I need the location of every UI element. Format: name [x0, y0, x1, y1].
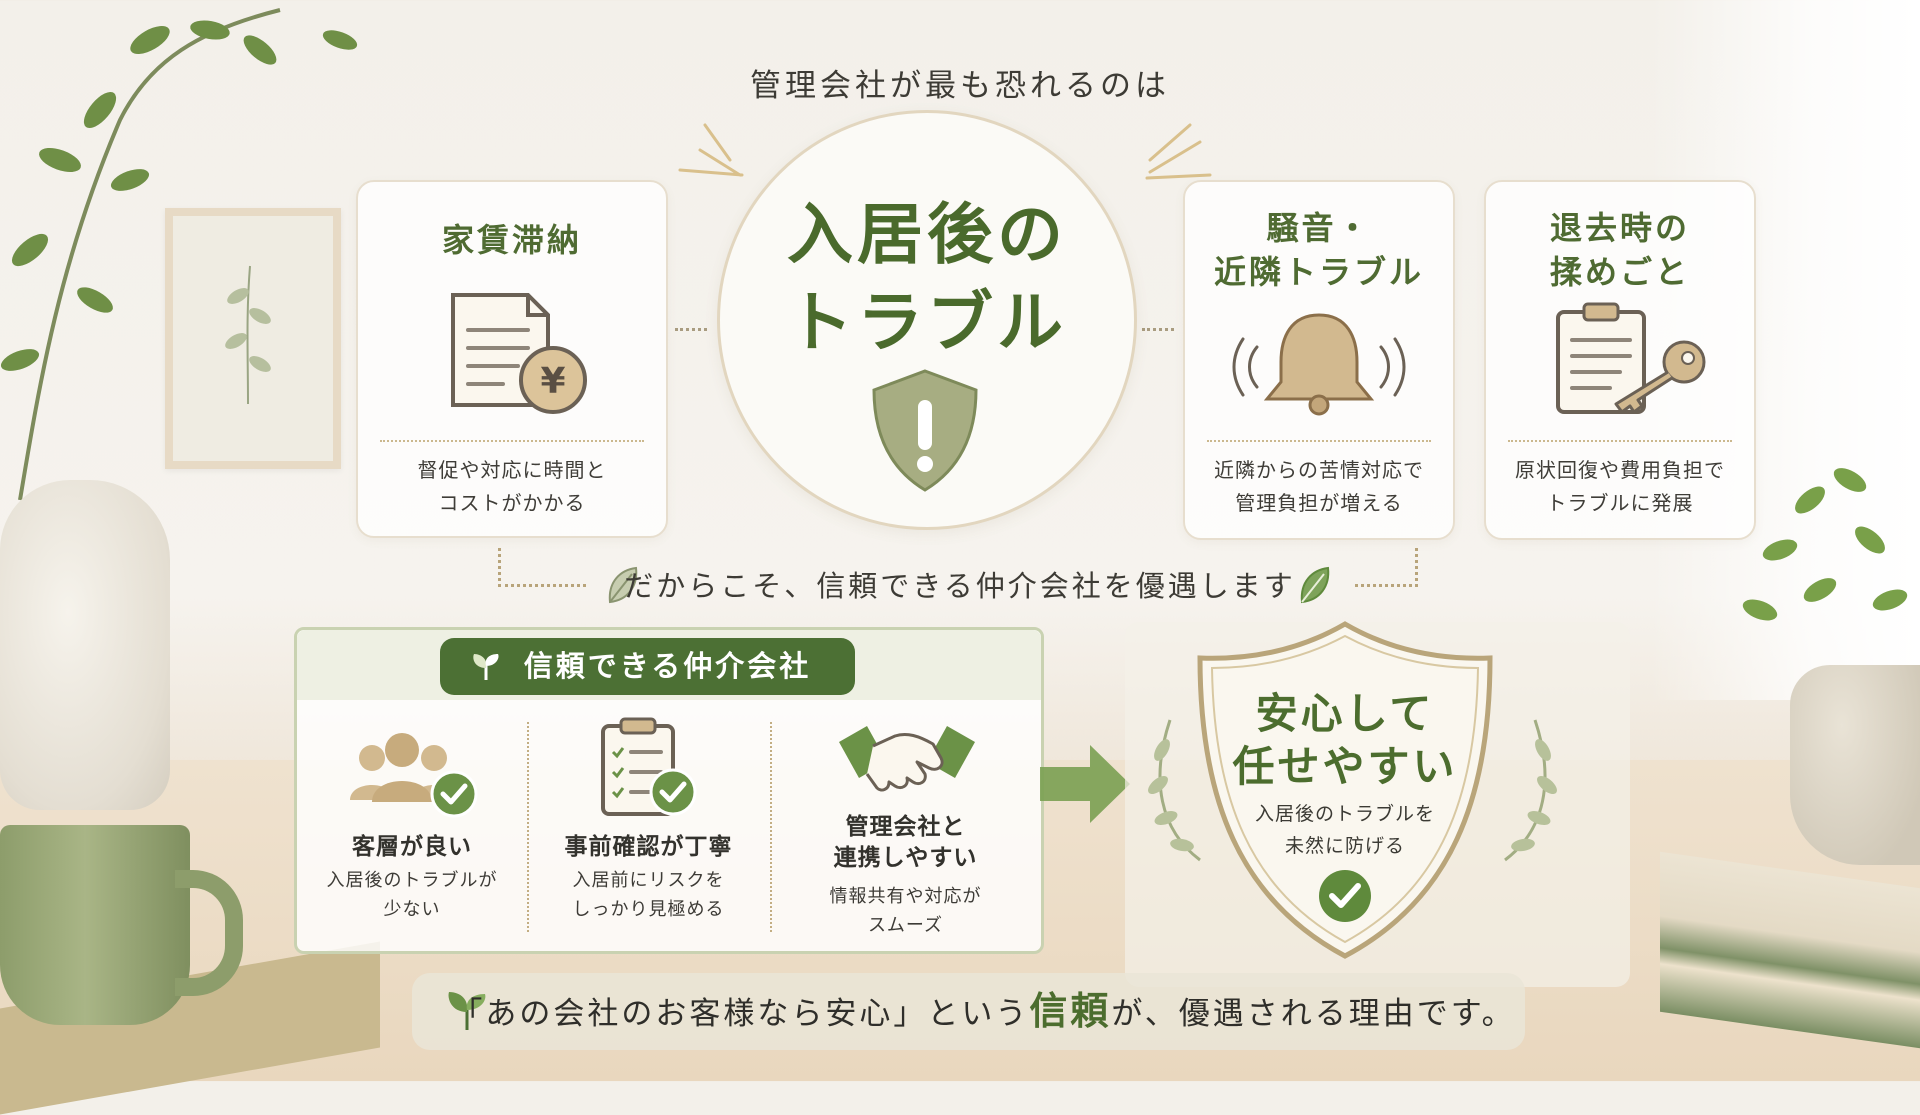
desc-line: 原状回復や費用負担で: [1515, 458, 1725, 482]
footer-text-before: 「あの会社のお客様なら安心」という: [451, 996, 1030, 1032]
card-divider: [1207, 440, 1431, 442]
desc-line: 督促や対応に時間と: [417, 458, 607, 482]
card-title-line: 退去時の: [1549, 209, 1690, 247]
card-description: 近隣からの苦情対応で 管理負担が増える: [1185, 454, 1453, 520]
branch-decoration-icon: [0, 8, 358, 501]
footer-message: 「あの会社のお客様なら安心」という信頼が、優遇される理由です。: [412, 973, 1525, 1050]
desc-line: 入居後のトラブルを: [1254, 803, 1435, 825]
column-divider: [770, 722, 772, 932]
result-title-line: 任せやすい: [1232, 742, 1458, 791]
desc-line: 情報共有や対応が: [829, 886, 982, 907]
handshake-icon: [839, 726, 975, 792]
sprout-icon: [473, 654, 499, 680]
feature-description: 入居前にリスクを しっかり見極める: [527, 866, 770, 924]
circle-title-line: トラブル: [787, 284, 1067, 361]
result-title-line: 安心して: [1255, 689, 1435, 738]
footer-bar: [412, 973, 1525, 1050]
card-description: 督促や対応に時間と コストがかかる: [358, 454, 666, 520]
leaf-left-icon: [608, 566, 638, 604]
desc-line: 未然に防げる: [1284, 835, 1405, 857]
sprout-footer-icon: [448, 992, 486, 1030]
plant-pot: [1790, 665, 1920, 865]
problem-card-move-out: 退去時の 揉めごと 原状回復や費用負担で トラブルに発展: [1484, 180, 1756, 540]
result-description: 入居後のトラブルを 未然に防げる: [1190, 798, 1500, 862]
people-check-icon: [350, 733, 478, 818]
document-yen-icon: ¥: [451, 293, 587, 414]
card-title: 家賃滞納: [441, 221, 582, 259]
leaf-right-icon: [1300, 566, 1330, 604]
circle-title: 入居後の トラブル: [720, 191, 1134, 367]
card-title-line: 揉めごと: [1549, 253, 1690, 291]
desc-line: 入居後のトラブルが: [326, 870, 498, 891]
vase: [0, 480, 170, 810]
circle-title-line: 入居後の: [787, 196, 1067, 273]
card-title: 騒音・ 近隣トラブル: [1185, 206, 1453, 294]
result-title: 安心して 任せやすい: [1190, 687, 1500, 793]
shield-check-icon: [1197, 621, 1493, 959]
mug: [0, 825, 190, 1025]
feature-description: 情報共有や対応が スムーズ: [770, 882, 1041, 940]
feature-title: 客層が良い: [352, 834, 472, 860]
broker-title: 信頼できる仲介会社: [523, 649, 812, 683]
checklist-check-icon: [601, 717, 697, 816]
plant-sketch-icon: [225, 265, 271, 405]
footer-emphasis: 信頼: [1029, 989, 1112, 1033]
sparkle-lines-left-icon: [678, 123, 744, 177]
banner-message: だからこそ、信頼できる仲介会社を優遇します: [624, 569, 1296, 603]
feature-title: 管理会社と 連携しやすい: [770, 812, 1041, 874]
problem-card-rent-arrears: 家賃滞納 ¥ 督促や対応に時間と コストがかかる: [356, 180, 668, 538]
desc-line: コストがかかる: [438, 491, 586, 515]
card-title-line: 近隣トラブル: [1213, 253, 1424, 291]
card-description: 原状回復や費用負担で トラブルに発展: [1486, 454, 1754, 520]
desc-line: 入居前にリスクを: [572, 870, 725, 891]
desc-line: 近隣からの苦情対応で: [1214, 458, 1424, 482]
potted-plant-icon: [1742, 468, 1908, 621]
feature-title-line: 連携しやすい: [833, 845, 978, 871]
mug-handle: [175, 870, 243, 996]
central-trouble-circle: 入居後の トラブル: [717, 110, 1137, 530]
laurel-left-icon: [1148, 719, 1201, 862]
wall-picture-frame: [165, 208, 341, 469]
bell-icon: [1232, 313, 1406, 416]
column-divider: [527, 722, 529, 932]
card-title: 退去時の 揉めごと: [1486, 206, 1754, 294]
headline: 管理会社が最も恐れるのは: [750, 68, 1170, 104]
dotted-bracket-right: [1355, 548, 1418, 587]
laurel-right-icon: [1504, 719, 1557, 862]
clipboard-key-icon: [1556, 302, 1706, 414]
sparkle-lines-right-icon: [1145, 123, 1212, 180]
desc-line: トラブルに発展: [1546, 491, 1694, 515]
problem-card-noise: 騒音・ 近隣トラブル 近隣からの苦情対応で 管理負担が増える: [1183, 180, 1455, 540]
card-divider: [1508, 440, 1732, 442]
feature-title-line: 管理会社と: [845, 814, 966, 840]
desc-line: 少ない: [383, 899, 441, 920]
warning-shield-icon: [872, 369, 978, 492]
card-title-line: 騒音・: [1266, 209, 1372, 247]
arrow-right-icon: [1040, 745, 1130, 823]
feature-title: 事前確認が丁寧: [564, 834, 733, 860]
desc-line: しっかり見極める: [572, 899, 725, 920]
desc-line: 管理負担が増える: [1235, 491, 1403, 515]
dotted-bracket-left: [498, 548, 586, 587]
footer-text-after: が、優遇される理由です。: [1111, 996, 1516, 1032]
dotted-connector-left: [675, 328, 707, 331]
feature-description: 入居後のトラブルが 少ない: [297, 866, 527, 924]
trusted-broker-label: 信頼できる仲介会社: [440, 638, 855, 695]
card-divider: [380, 440, 644, 442]
dotted-connector-right: [1142, 328, 1174, 331]
svg-text:¥: ¥: [540, 361, 565, 402]
desc-line: スムーズ: [867, 915, 944, 936]
